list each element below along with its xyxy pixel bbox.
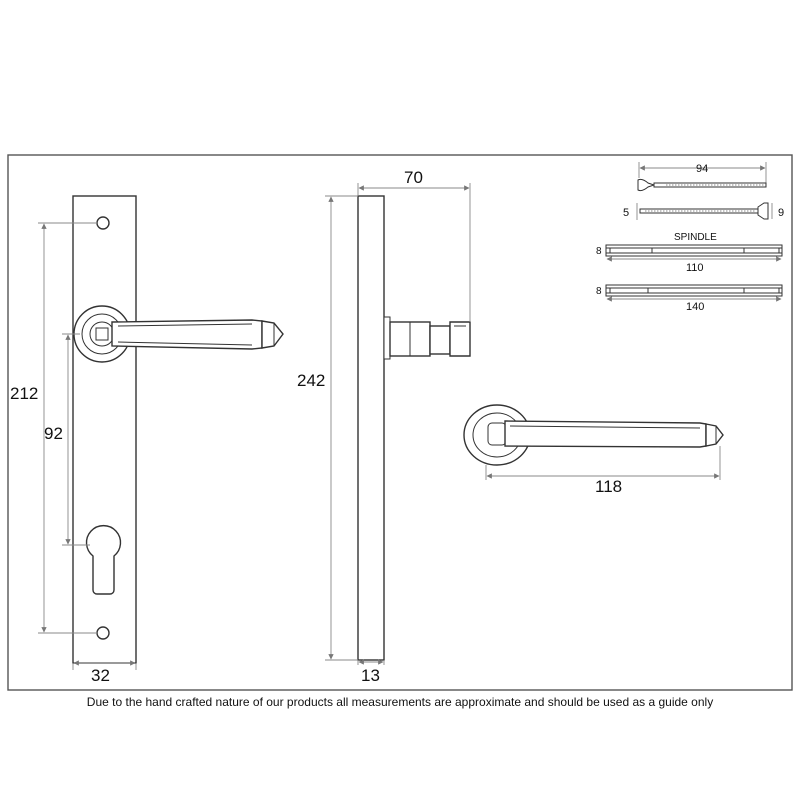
spindle-140-body: [605, 284, 783, 297]
screw-1-head: [637, 178, 656, 192]
bottom-screw-hole: [96, 626, 110, 640]
euro-cylinder-cutout: [85, 525, 122, 595]
dim-projection: 70: [404, 168, 423, 187]
lever-arm-edge-lower: [117, 341, 253, 346]
dim-screw-length: 94: [696, 163, 708, 175]
screws-and-spindles: 94 5 9 SPINDLE 8 110 8 140: [596, 162, 784, 313]
spindle-110-body: [605, 244, 783, 257]
plan-boss: [487, 422, 507, 446]
plan-lever-edge: [509, 425, 701, 429]
dim-screw-head-right: 9: [778, 207, 784, 219]
dim-lever-length: 118: [595, 477, 622, 496]
lever-arm-edge: [117, 323, 253, 327]
dim-plate-depth: 13: [361, 666, 380, 685]
plan-lever-finial: [705, 423, 724, 447]
screw-1-shank: [653, 182, 767, 188]
dim-spindle-1-length: 110: [686, 262, 704, 274]
side-lever-end: [449, 321, 471, 357]
top-screw-hole: [96, 216, 110, 230]
disclaimer-text: Due to the hand crafted nature of our pr…: [86, 695, 714, 709]
plan-lever-arm: [504, 420, 707, 448]
spindle-label: SPINDLE: [674, 232, 717, 243]
spindle-140-notch-left: [609, 287, 649, 294]
dim-overall-height: 242: [297, 371, 325, 390]
side-neck: [429, 325, 451, 355]
screw-2-head: [757, 202, 769, 220]
front-view: 212 92 32: [10, 195, 284, 685]
spindle-110-notch-left: [609, 247, 653, 254]
lever-finial: [261, 320, 284, 349]
spindle-110-notch-right: [743, 247, 780, 254]
dim-spindle-2-size: 8: [596, 286, 602, 297]
dim-screw-head-left: 5: [623, 207, 629, 219]
side-rose: [383, 316, 391, 360]
lever-spindle-square: [95, 327, 109, 341]
dim-spindle-1-size: 8: [596, 246, 602, 257]
side-plate: [357, 195, 385, 661]
side-view: 70 242 13: [297, 168, 471, 685]
drawing-frame: [7, 154, 793, 691]
spindle-140-notch-right: [743, 287, 780, 294]
dim-spindle-2-length: 140: [686, 301, 704, 313]
lever-plan-view: 118: [463, 404, 724, 496]
dim-plate-height: 212: [10, 384, 38, 403]
dim-centres: 92: [44, 424, 63, 443]
dim-plate-width: 32: [91, 666, 110, 685]
